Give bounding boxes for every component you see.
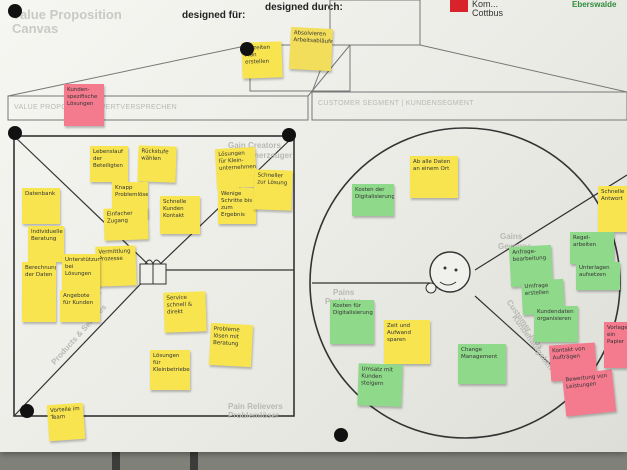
magnet-pin [334, 428, 348, 442]
sticky-note[interactable]: Kosten für Digitalisierung [330, 300, 374, 344]
pain-relievers-de-label: Problemlöser [228, 411, 280, 420]
magnet-pin [240, 42, 254, 56]
sticky-note[interactable]: Change Management [458, 344, 506, 384]
sticky-note[interactable]: Vermittlung Prozesse [95, 245, 137, 287]
sticky-note[interactable]: Absolvieren Arbeitsabläufe [288, 26, 334, 72]
magnet-pin [282, 128, 296, 142]
sticky-note[interactable]: Wenige Schritte bis zum Ergebnis [218, 188, 256, 224]
sticky-note[interactable]: Berechnungen der Daten [22, 262, 56, 322]
university-logo [450, 0, 468, 12]
sticky-note[interactable]: Regel­arbeiten [570, 232, 614, 264]
sticky-note[interactable]: Schnelle Kunden Kontakt [160, 196, 200, 234]
designed-by-label: designed durch: [265, 2, 343, 13]
sticky-note[interactable]: Angebote für Kunden [60, 290, 100, 322]
sticky-note[interactable]: Einfacher Zugang [103, 207, 149, 241]
logo-text: Kom... Cottbus [472, 0, 504, 18]
stand-leg-left [112, 440, 120, 470]
sticky-note[interactable]: Zeit und Aufwand sparen [384, 320, 430, 364]
logo-eberswalde: Eberswalde [572, 0, 617, 9]
sticky-note[interactable]: Kunden­spezifische Lösungen [64, 84, 104, 126]
canvas-title: Value Proposition Canvas [12, 7, 122, 36]
sticky-note[interactable]: Probleme lösen mit Beratung [208, 322, 254, 368]
gains-label: Gains [500, 232, 523, 241]
sticky-note[interactable]: Schneller zur Lösung [253, 169, 293, 211]
sticky-note[interactable]: Datenbank [22, 188, 60, 224]
gain-creators-de-label: Gewinnerzeuger [230, 151, 293, 160]
sticky-note[interactable]: Unterstützung bei Lösungen [62, 254, 100, 292]
sticky-note[interactable]: Lösungen für Klein­unternehmen [214, 146, 258, 190]
canvas-poster: Value Proposition Canvas designed für: d… [0, 0, 627, 452]
designed-for-label: designed für: [182, 10, 246, 21]
pains-label: Pains [333, 288, 355, 297]
sticky-note[interactable]: Schnelle Antwort [598, 186, 627, 232]
sticky-note[interactable]: Kunden­daten organisieren [534, 306, 578, 342]
sticky-note[interactable]: Vorlagen ein Papier [604, 322, 627, 368]
sticky-note[interactable]: Vorteile im Team [46, 402, 86, 442]
customer-segment-bar-label: CUSTOMER SEGMENT | KUNDENSEGMENT [318, 100, 474, 107]
magnet-pin [8, 126, 22, 140]
sticky-note[interactable]: Ab alle Daten an einem Ort [410, 156, 458, 198]
pain-relievers-label: Pain Relievers [228, 402, 283, 411]
sticky-note[interactable]: Unterlagen aufsetzen [576, 262, 620, 290]
sticky-note[interactable]: Lebenslauf der Beteiligten [90, 146, 128, 182]
sticky-note[interactable]: Rückstufe wählen [137, 145, 177, 183]
sticky-note[interactable]: Umsatz mit Kunden steigern [357, 363, 403, 407]
sticky-note[interactable]: Bewertung von Leistungen [561, 369, 617, 417]
gain-creators-label: Gain Creators [228, 141, 281, 150]
magnet-pin [8, 4, 22, 18]
sticky-note[interactable]: Kosten der Digitalisierung [352, 184, 394, 216]
magnet-pin [20, 404, 34, 418]
sticky-note[interactable]: Lösungen für Kleinbetriebe [150, 350, 190, 390]
sticky-note[interactable]: Individuelle Beratung [28, 226, 64, 262]
sticky-note[interactable]: Service schnell & direkt [163, 291, 207, 333]
stand-leg-right [190, 440, 198, 470]
